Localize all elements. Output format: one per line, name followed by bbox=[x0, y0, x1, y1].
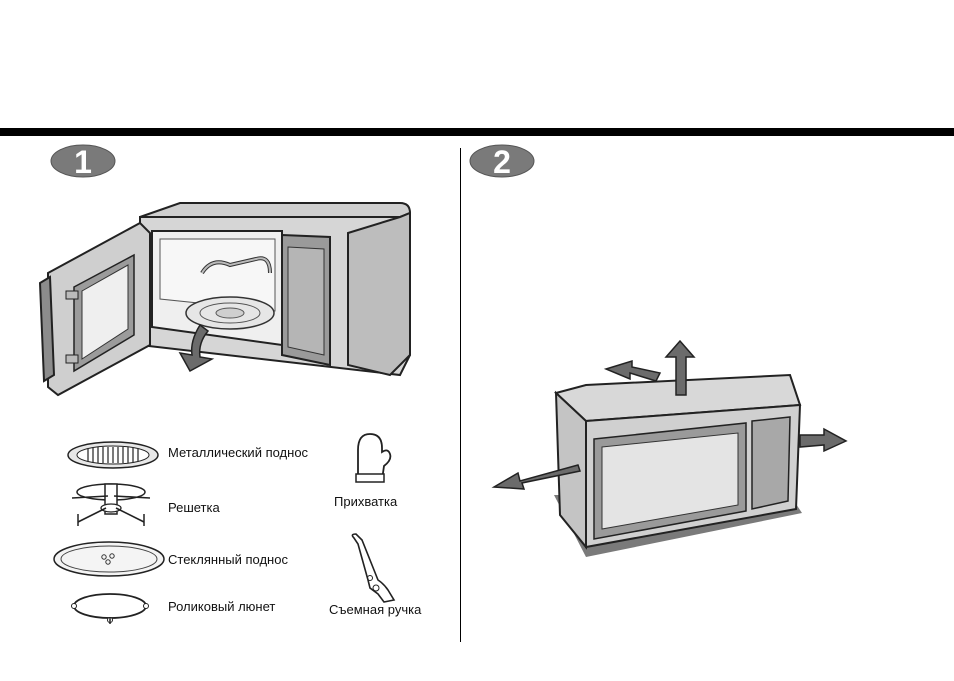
rack-label: Решетка bbox=[168, 500, 220, 516]
step-1-badge: 1 bbox=[50, 144, 116, 178]
step-2-badge: 2 bbox=[469, 144, 535, 178]
microwave-clearance-illustration bbox=[490, 335, 850, 565]
removable-handle-icon bbox=[348, 532, 398, 609]
oven-mitt-icon bbox=[348, 430, 394, 489]
column-divider bbox=[460, 148, 461, 642]
glass-tray-icon bbox=[52, 540, 166, 583]
header-rule bbox=[0, 128, 954, 136]
oven-mitt-label: Прихватка bbox=[334, 494, 397, 510]
roller-ring-label: Роликовый люнет bbox=[168, 599, 275, 615]
metal-tray-icon bbox=[66, 440, 160, 475]
svg-text:2: 2 bbox=[493, 144, 511, 178]
svg-text:1: 1 bbox=[74, 144, 92, 178]
rack-icon bbox=[66, 478, 156, 533]
roller-ring-icon bbox=[68, 590, 152, 631]
removable-handle-label: Съемная ручка bbox=[329, 602, 421, 618]
glass-tray-label: Стеклянный поднос bbox=[168, 552, 288, 568]
microwave-open-door-illustration bbox=[30, 195, 420, 410]
metal-tray-label: Металлический поднос bbox=[168, 445, 308, 461]
